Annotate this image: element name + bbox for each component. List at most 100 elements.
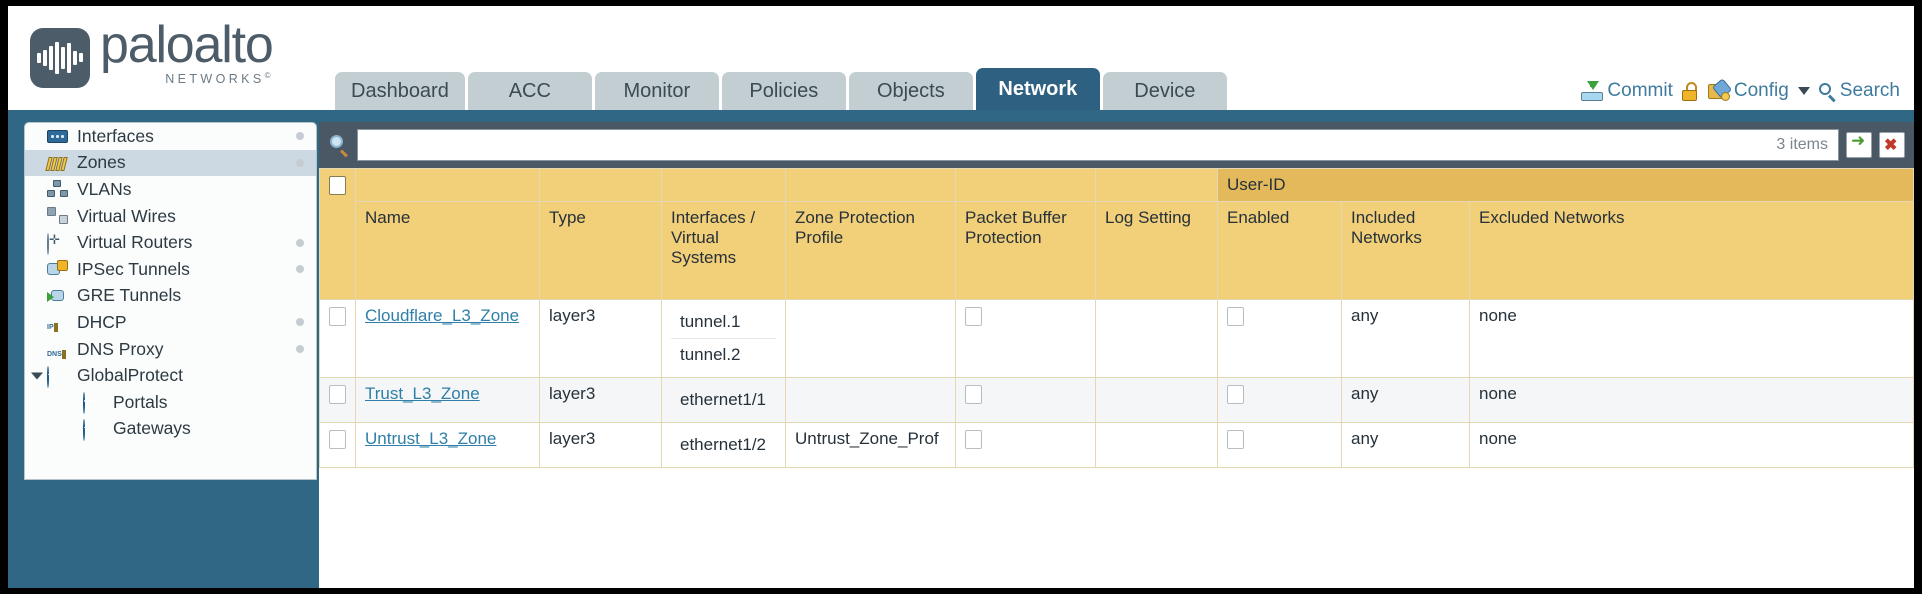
sidebar-item-zones[interactable]: Zones — [25, 149, 316, 177]
blank-header — [355, 168, 540, 202]
zones-content-panel: 3 items — [319, 122, 1914, 588]
padlock-icon[interactable] — [1681, 81, 1699, 101]
clear-filter-icon[interactable] — [1879, 132, 1905, 158]
cell-excluded-networks: none — [1469, 422, 1914, 468]
commit-label: Commit — [1607, 80, 1673, 101]
tab-acc[interactable]: ACC — [467, 72, 592, 110]
zone-link[interactable]: Trust_L3_Zone — [365, 384, 480, 403]
chevron-down-icon[interactable] — [31, 372, 43, 380]
tab-policies[interactable]: Policies — [721, 72, 846, 110]
column-header-name[interactable]: Name — [355, 201, 540, 300]
column-header-log-setting[interactable]: Log Setting — [1095, 201, 1218, 300]
commit-button[interactable]: Commit — [1581, 80, 1673, 102]
globalprotect-icon — [47, 365, 68, 388]
cell-interfaces: ethernet1/2 — [661, 422, 786, 468]
cell-userid-enabled — [1217, 377, 1342, 423]
brand-tagline: NETWORKS© — [165, 70, 271, 86]
select-all-checkbox[interactable] — [329, 176, 346, 196]
table-row[interactable]: Trust_L3_Zone layer3 ethernet1/1 any non… — [319, 377, 1914, 423]
tab-network[interactable]: Network — [975, 68, 1100, 110]
sidebar-item-dns-proxy[interactable]: DNS DNS Proxy — [25, 336, 316, 363]
packet-buffer-checkbox[interactable] — [965, 307, 982, 327]
virtual-routers-icon — [47, 232, 68, 255]
commit-icon — [1581, 81, 1604, 101]
zone-link[interactable]: Cloudflare_L3_Zone — [365, 306, 520, 325]
sidebar-label: Zones — [77, 152, 126, 173]
tab-device[interactable]: Device — [1102, 72, 1227, 110]
cell-log-setting — [1095, 377, 1218, 423]
column-header-zone-protection-profile[interactable]: Zone Protection Profile — [785, 201, 956, 300]
cell-packet-buffer-protection — [955, 377, 1096, 423]
network-sidebar: Interfaces Zones VLANs Vir — [24, 122, 317, 480]
app-header: paloalto NETWORKS© Dashboard ACC Monitor… — [8, 6, 1914, 110]
table-row[interactable]: Cloudflare_L3_Zone layer3 tunnel.1 tunne… — [319, 299, 1914, 378]
gre-tunnels-icon — [47, 287, 68, 305]
zone-link[interactable]: Untrust_L3_Zone — [365, 429, 497, 448]
packet-buffer-checkbox[interactable] — [965, 385, 982, 405]
palo-alto-firewall-app: paloalto NETWORKS© Dashboard ACC Monitor… — [8, 6, 1914, 588]
portals-icon — [83, 392, 104, 415]
column-header-packet-buffer-protection[interactable]: Packet Buffer Protection — [955, 201, 1096, 300]
sidebar-item-gateways[interactable]: Gateways — [25, 416, 316, 443]
zones-icon — [45, 154, 68, 172]
column-header-enabled[interactable]: Enabled — [1217, 201, 1342, 300]
cell-type: layer3 — [539, 422, 662, 468]
row-checkbox[interactable] — [329, 385, 346, 405]
sidebar-status-dot — [296, 132, 304, 141]
sidebar-item-virtual-wires[interactable]: Virtual Wires — [25, 203, 316, 230]
column-header-included-networks[interactable]: Included Networks — [1341, 201, 1470, 300]
row-checkbox[interactable] — [329, 307, 346, 327]
sidebar-status-dot — [296, 158, 304, 167]
chevron-down-icon[interactable] — [1797, 87, 1810, 95]
dns-proxy-icon: DNS — [47, 340, 68, 360]
sidebar-item-dhcp[interactable]: IP DHCP — [25, 309, 316, 336]
sidebar-item-gre-tunnels[interactable]: GRE Tunnels — [25, 283, 316, 310]
userid-enabled-checkbox[interactable] — [1227, 385, 1244, 405]
search-input[interactable]: 3 items — [357, 129, 1839, 161]
search-button[interactable]: Search — [1818, 80, 1900, 102]
table-group-header-row: User-ID — [319, 168, 1914, 300]
interfaces-icon — [47, 127, 68, 145]
cell-interfaces: ethernet1/1 — [661, 377, 786, 423]
sidebar-label: Virtual Routers — [77, 232, 193, 253]
cell-excluded-networks: none — [1469, 299, 1914, 378]
sidebar-label: GRE Tunnels — [77, 285, 182, 306]
sidebar-label: IPSec Tunnels — [77, 258, 190, 279]
row-checkbox[interactable] — [329, 430, 346, 450]
cell-packet-buffer-protection — [955, 299, 1096, 378]
apply-filter-icon[interactable] — [1846, 131, 1872, 158]
interface-entry: tunnel.2 — [671, 338, 776, 371]
sidebar-label: DNS Proxy — [77, 338, 164, 359]
tab-objects[interactable]: Objects — [848, 72, 973, 110]
search-icon[interactable] — [328, 135, 350, 158]
sidebar-item-vlans[interactable]: VLANs — [25, 176, 316, 203]
column-header-excluded-networks[interactable]: Excluded Networks — [1469, 201, 1914, 300]
cell-excluded-networks: none — [1469, 377, 1914, 423]
userid-enabled-checkbox[interactable] — [1227, 430, 1244, 450]
userid-enabled-checkbox[interactable] — [1227, 307, 1244, 327]
packet-buffer-checkbox[interactable] — [965, 430, 982, 450]
column-header-type[interactable]: Type — [539, 201, 662, 300]
main-tab-bar: Dashboard ACC Monitor Policies Objects N… — [335, 68, 1227, 110]
sidebar-item-ipsec-tunnels[interactable]: IPSec Tunnels — [25, 256, 316, 283]
cell-zone-protection-profile — [785, 299, 956, 378]
sidebar-item-interfaces[interactable]: Interfaces — [25, 123, 316, 150]
body-area: Interfaces Zones VLANs Vir — [8, 122, 1914, 588]
sidebar-label: DHCP — [77, 311, 127, 332]
tab-monitor[interactable]: Monitor — [594, 72, 719, 110]
table-row[interactable]: Untrust_L3_Zone layer3 ethernet1/2 Untru… — [319, 422, 1914, 468]
cell-included-networks: any — [1341, 377, 1470, 423]
column-header-interfaces-virtual-systems[interactable]: Interfaces / Virtual Systems — [661, 201, 786, 300]
sidebar-label: Gateways — [113, 418, 191, 439]
sidebar-item-globalprotect[interactable]: GlobalProtect — [25, 362, 316, 389]
paloalto-logo: paloalto NETWORKS© — [30, 19, 274, 88]
blank-header — [1095, 168, 1218, 202]
cell-zone-protection-profile: Untrust_Zone_Prof — [785, 422, 956, 468]
interface-entry: ethernet1/1 — [680, 390, 767, 409]
config-menu[interactable]: Config — [1707, 77, 1789, 102]
blank-header — [785, 168, 956, 202]
sidebar-item-virtual-routers[interactable]: Virtual Routers — [25, 229, 316, 256]
sidebar-item-portals[interactable]: Portals — [25, 389, 316, 416]
cell-userid-enabled — [1217, 422, 1342, 468]
tab-dashboard[interactable]: Dashboard — [335, 72, 465, 110]
